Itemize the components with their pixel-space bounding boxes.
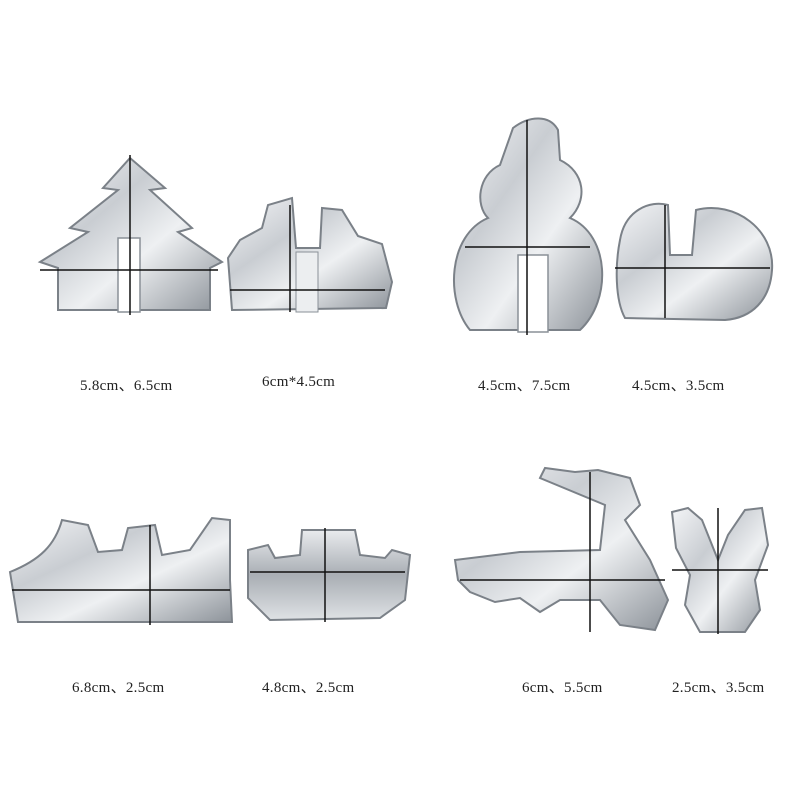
size-label-reindeer: 6cm、5.5cm bbox=[522, 680, 603, 696]
size-label-sleigh: 6.8cm、2.5cm bbox=[72, 680, 165, 696]
size-label-tree: 5.8cm、6.5cm bbox=[80, 378, 173, 394]
house-cutter bbox=[226, 196, 394, 313]
snowman-cutter bbox=[453, 117, 604, 335]
candy-cane-cutter bbox=[615, 202, 774, 322]
size-label-snowman: 4.5cm、7.5cm bbox=[478, 378, 571, 394]
reindeer-cutter bbox=[453, 466, 670, 632]
reindeer-head-cutter bbox=[670, 506, 770, 634]
tree-cutter bbox=[37, 155, 224, 315]
sleigh-cutter bbox=[8, 516, 234, 625]
size-label-small-sleigh: 4.8cm、2.5cm bbox=[262, 680, 355, 696]
size-label-candy-cane: 4.5cm、3.5cm bbox=[632, 378, 725, 394]
size-label-reindeer-head: 2.5cm、3.5cm bbox=[672, 680, 765, 696]
size-label-house: 6cm*4.5cm bbox=[262, 374, 336, 390]
small-sleigh-cutter bbox=[247, 528, 412, 622]
